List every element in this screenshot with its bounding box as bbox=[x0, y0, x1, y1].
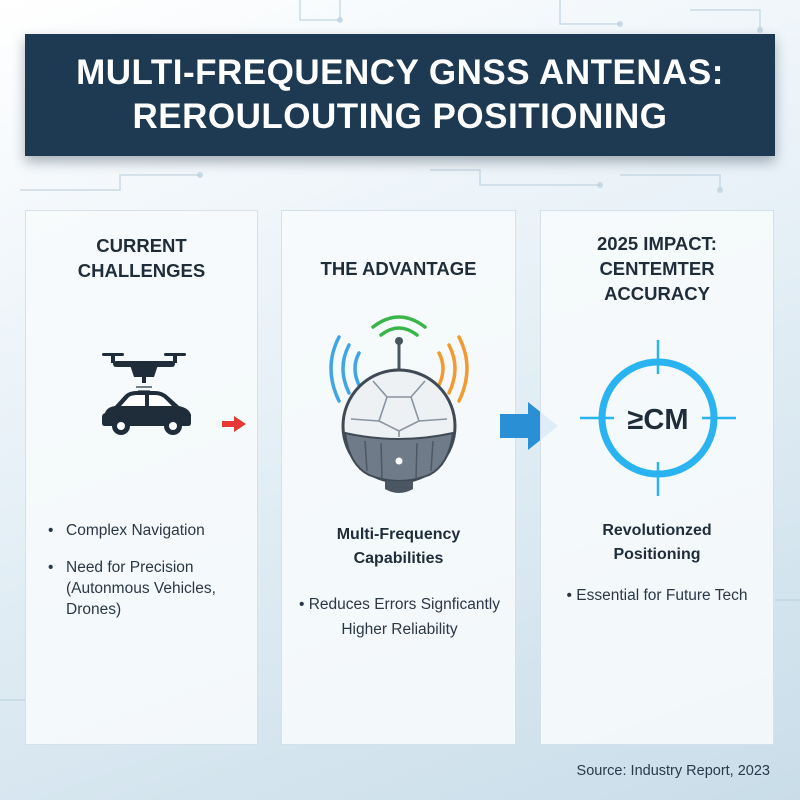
challenges-title-line2: CHALLENGES bbox=[77, 260, 206, 281]
crosshair-target-icon: ≥CM bbox=[578, 338, 738, 498]
signal-waves-icon bbox=[329, 315, 469, 403]
bullet-need-precision-cont2: Drones) bbox=[66, 601, 122, 618]
impact-subtitle-line1: Revolutionzed bbox=[602, 522, 712, 539]
target-label: ≥CM bbox=[627, 404, 689, 436]
impact-title-line2: CENTEMTER bbox=[599, 258, 715, 279]
page-title-line1: MULTI-FREQUENCY GNSS ANTENAS: bbox=[76, 53, 724, 92]
impact-subtitle: Revolutionzed Positioning bbox=[541, 519, 773, 567]
advantage-subtitle-line2: Capabilities bbox=[353, 550, 444, 567]
small-arrow-icon bbox=[222, 416, 246, 432]
advantage-subtitle-line1: Multi-Frequency bbox=[336, 526, 461, 543]
impact-title-line3: ACCURACY bbox=[604, 283, 710, 304]
big-arrow-icon bbox=[500, 402, 558, 450]
bullet-need-precision: Need for Precision bbox=[48, 557, 253, 578]
bullet-need-precision-cont1: (Autonmous Vehicles, bbox=[66, 580, 216, 597]
car-icon bbox=[102, 391, 191, 435]
challenges-panel: CURRENT CHALLENGES Complex Navigation Ne… bbox=[25, 210, 258, 745]
advantage-panel: THE ADVANTAGE bbox=[281, 210, 516, 745]
bullet-essential-future-text: Essential for Future Tech bbox=[576, 587, 748, 604]
challenges-title-line1: CURRENT bbox=[96, 235, 187, 256]
target-ring bbox=[580, 340, 736, 496]
impact-subtitle-line2: Positioning bbox=[613, 546, 701, 563]
advantage-subtitle: Multi-Frequency Capabilities bbox=[282, 523, 515, 571]
source-note: Source: Industry Report, 2023 bbox=[576, 763, 770, 779]
challenges-bullets: Complex Navigation Need for Precision (A… bbox=[48, 520, 253, 620]
bullet-reduces-errors-text: Reduces Errors Signficantly bbox=[308, 596, 500, 613]
bullet-higher-reliability: Higher Reliability bbox=[341, 621, 458, 638]
bullet-reduces-errors: • Reduces Errors Signficantly bbox=[299, 596, 500, 613]
impact-title: 2025 IMPACT: CENTEMTER ACCURACY bbox=[541, 231, 773, 306]
impact-title-line1: 2025 IMPACT: bbox=[597, 233, 717, 254]
advantage-title: THE ADVANTAGE bbox=[320, 258, 477, 279]
page-title-line2: REROULOUTING POSITIONING bbox=[132, 97, 668, 136]
bullet-complex-navigation: Complex Navigation bbox=[48, 520, 253, 541]
drone-icon bbox=[102, 353, 186, 392]
advantage-bullet-block: • Reduces Errors Signficantly Higher Rel… bbox=[292, 592, 507, 642]
gnss-antenna-icon bbox=[329, 315, 469, 493]
bullet-essential-future: • Essential for Future Tech bbox=[566, 587, 748, 604]
title-banner: MULTI-FREQUENCY GNSS ANTENAS: REROULOUTI… bbox=[25, 34, 775, 156]
impact-panel: 2025 IMPACT: CENTEMTER ACCURACY ≥CM Revo… bbox=[540, 210, 774, 745]
challenges-title: CURRENT CHALLENGES bbox=[26, 233, 257, 283]
